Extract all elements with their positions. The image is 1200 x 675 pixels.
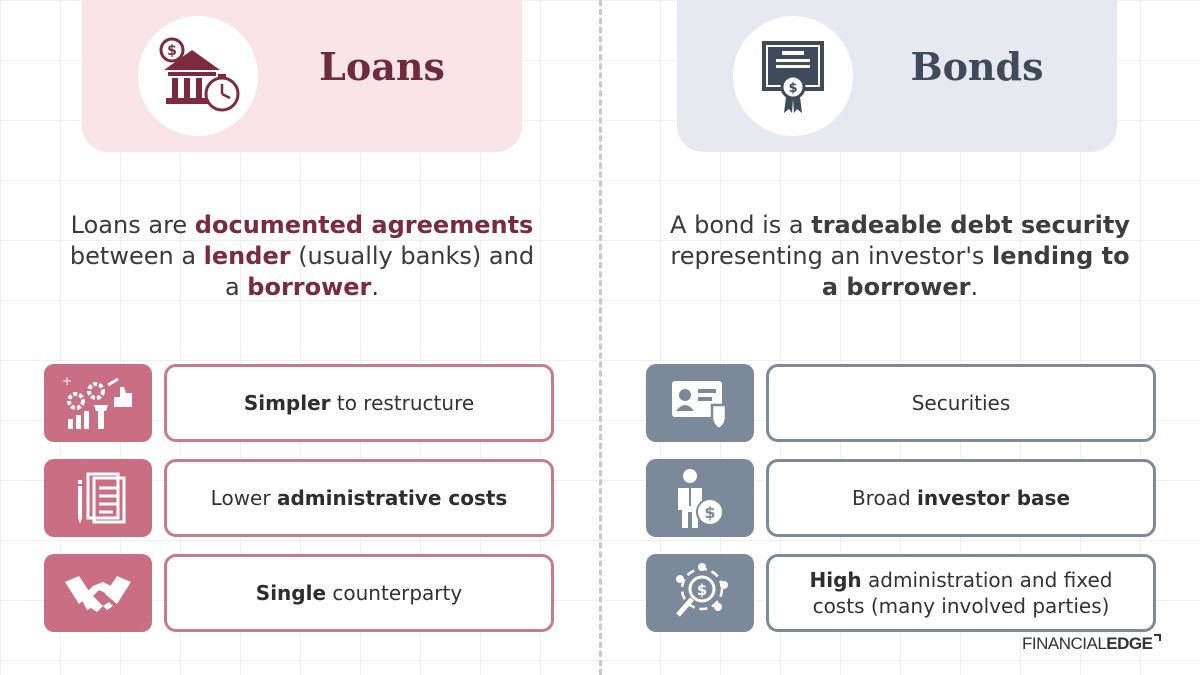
loans-header: $ Loans xyxy=(82,0,522,152)
loans-title: Loans xyxy=(319,44,445,89)
financial-edge-logo: FINANCIALEDGE xyxy=(1022,634,1162,654)
center-divider xyxy=(599,0,602,675)
bonds-header: $ Bonds xyxy=(677,0,1117,152)
svg-text:$: $ xyxy=(704,503,715,522)
bonds-icon-circle: $ xyxy=(733,16,853,136)
document-icon xyxy=(78,472,126,524)
bonds-feature-text: Broad investor base xyxy=(766,459,1156,537)
loans-feature-text: Simpler to restructure xyxy=(164,364,554,442)
loans-feature-text: Lower administrative costs xyxy=(164,459,554,537)
network-dollar-icon: $ xyxy=(676,563,728,617)
svg-text:$: $ xyxy=(697,581,707,599)
svg-text:$: $ xyxy=(788,81,797,96)
svg-text:$: $ xyxy=(167,43,177,59)
bonds-title: Bonds xyxy=(910,44,1044,89)
loans-description: Loans are documented agreements between … xyxy=(69,211,535,301)
loans-icon-circle: $ xyxy=(138,16,258,136)
id-card-shield-icon xyxy=(672,381,728,431)
bank-money-clock-icon: $ xyxy=(159,37,240,112)
investor-money-icon: $ xyxy=(678,469,724,528)
bonds-feature-text: Securities xyxy=(766,364,1156,442)
bond-certificate-icon: $ xyxy=(762,41,824,113)
svg-text:+: + xyxy=(62,375,72,388)
loans-feature-text: Single counterparty xyxy=(164,554,554,632)
tools-growth-icon: + xyxy=(62,375,132,429)
bonds-description: A bond is a tradeable debt security repr… xyxy=(670,211,1130,301)
bonds-feature-text: High administration and fixed costs (man… xyxy=(766,554,1156,632)
handshake-icon xyxy=(65,576,131,612)
